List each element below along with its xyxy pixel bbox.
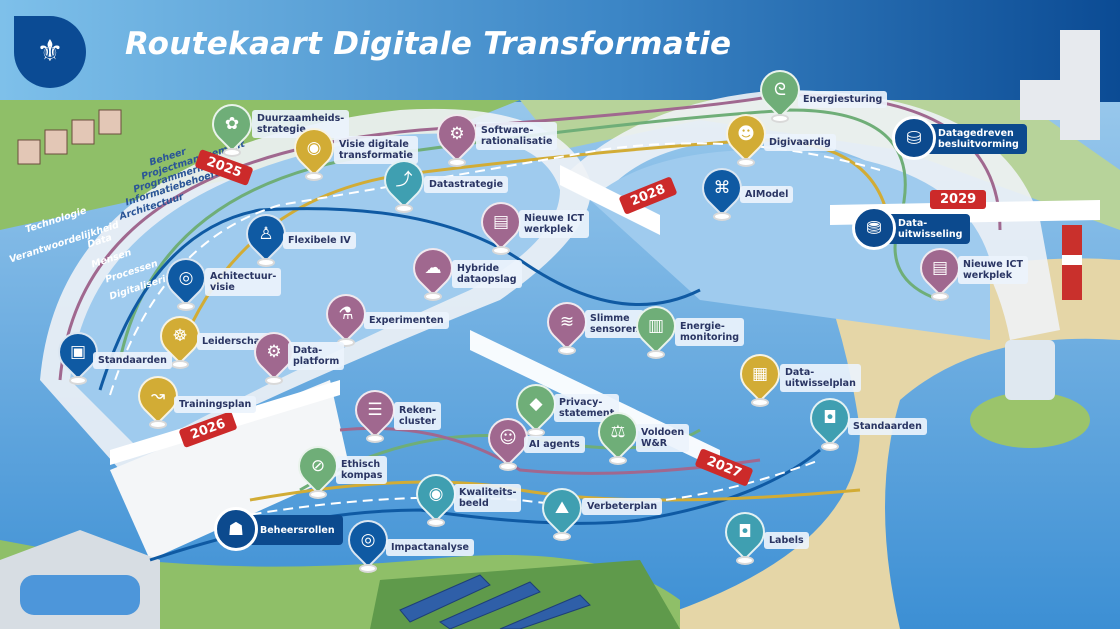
- database-network-icon: ⛃: [852, 206, 896, 250]
- pin-label: Standaarden: [848, 418, 927, 435]
- pin-label: AI agents: [524, 436, 585, 453]
- energy-icon: ᘓ: [774, 80, 786, 100]
- pin-hybride-dataopslag[interactable]: ☁: [404, 239, 462, 301]
- pin-software-rationalisatie[interactable]: ⚙: [428, 105, 486, 167]
- training-path-icon: ↝: [150, 386, 166, 406]
- pin-duurzaamheidsstrategie[interactable]: ✿: [203, 95, 261, 157]
- pin-label: Digivaardig: [764, 134, 836, 151]
- cloud-storage-icon: ☁: [424, 258, 442, 278]
- sensor-icon: ≋: [559, 312, 575, 332]
- pin-label: Nieuwe ICT werkplek: [519, 210, 589, 238]
- monitor-chart-icon: ▥: [647, 316, 665, 336]
- tag-icon: ◘: [823, 408, 837, 428]
- pin-leiderschap[interactable]: ☸: [151, 307, 209, 369]
- pin-label: Slimme sensoren: [585, 310, 644, 338]
- pin-nieuwe-ict-werkplek[interactable]: ▤: [472, 193, 530, 255]
- pin-standaarden-teal[interactable]: ◘: [801, 389, 859, 451]
- pin-flexibele-iv[interactable]: ♙: [237, 205, 295, 267]
- pin-label: Standaarden: [93, 352, 172, 369]
- pin-slimme-sensoren[interactable]: ≋: [538, 293, 596, 355]
- pin-label: Energie- monitoring: [675, 318, 745, 346]
- pin-label: Leiderschap: [197, 333, 272, 350]
- pin-label: Nieuwe ICT werkplek: [958, 256, 1028, 284]
- pin-nieuwe-ict-werkplek-2[interactable]: ▤: [911, 239, 969, 301]
- pin-datastrategie[interactable]: ⤴: [375, 151, 433, 213]
- desk-icon: ▤: [492, 212, 510, 232]
- station-data-uitwisseling[interactable]: ⛃ Data- uitwisseling: [852, 206, 971, 250]
- pin-ai-agents[interactable]: ☺: [479, 409, 537, 471]
- pin-ethisch-kompas[interactable]: ⊘: [289, 437, 347, 499]
- flexible-person-icon: ♙: [258, 224, 274, 244]
- head-gears-icon: ☻: [737, 124, 755, 144]
- pin-voldoen-wr[interactable]: ⚖: [589, 403, 647, 465]
- tag-icon: ◘: [738, 522, 752, 542]
- sustainability-icon: ✿: [224, 114, 240, 134]
- gear-check-icon: ⚙: [449, 124, 465, 144]
- header-banner: ⚜ Routekaart Digitale Transformatie: [0, 0, 1120, 100]
- pin-label: Hybride dataopslag: [452, 260, 522, 288]
- pin-labels[interactable]: ◘: [716, 503, 774, 565]
- pin-standaarden-blue[interactable]: ▣: [49, 323, 107, 385]
- pin-aimodel[interactable]: ⌘: [693, 159, 751, 221]
- pin-energiesturing[interactable]: ᘓ: [751, 61, 809, 123]
- database-share-icon: ⛁: [892, 116, 936, 160]
- pin-label: AIModel: [740, 186, 794, 203]
- pin-label: Flexibele IV: [283, 232, 356, 249]
- pin-label: Energiesturing: [798, 91, 888, 108]
- server-rack-icon: ☰: [367, 400, 383, 420]
- ship-wheel-icon: ☸: [172, 326, 188, 346]
- pin-experimenten[interactable]: ⚗: [317, 285, 375, 347]
- pin-label: Ethisch kompas: [336, 456, 388, 484]
- pin-label: Trainingsplan: [174, 396, 257, 413]
- desk-icon: ▤: [931, 258, 949, 278]
- pin-label: Impactanalyse: [386, 539, 474, 556]
- strategy-icon: ⤴: [395, 170, 413, 190]
- test-tube-icon: ⚗: [338, 304, 354, 324]
- robot-headset-icon: ☺: [499, 428, 517, 448]
- book-icon: ▣: [69, 342, 87, 362]
- pin-label: Data- platform: [288, 342, 345, 370]
- vision-eye-icon: ◉: [306, 138, 322, 158]
- pin-digivaardig[interactable]: ☻: [717, 105, 775, 167]
- pin-label: Voldoen W&R: [636, 424, 690, 452]
- pin-label: Achitectuur- visie: [205, 268, 282, 296]
- pin-energie-monitoring[interactable]: ▥: [627, 297, 685, 359]
- mask-icon: ◆: [529, 394, 543, 414]
- pin-label: Kwaliteits- beeld: [454, 484, 522, 512]
- architecture-eye-icon: ◎: [178, 268, 194, 288]
- pin-label: Verbeterplan: [582, 498, 663, 515]
- pin-label: Datastrategie: [424, 176, 509, 193]
- station-beheersrollen[interactable]: ☗ Beheersrollen: [214, 507, 343, 551]
- pin-label: Reken- cluster: [394, 402, 441, 430]
- logo: ⚜: [14, 16, 86, 88]
- pin-label: Software- rationalisatie: [476, 122, 558, 150]
- roles-icon: ☗: [214, 507, 258, 551]
- pin-label: Data- uitwisselplan: [780, 364, 861, 392]
- pin-visie-digitale-transformatie[interactable]: ◉: [285, 119, 343, 181]
- clipboard-target-icon: ◎: [360, 530, 376, 550]
- law-book-icon: ⚖: [610, 422, 626, 442]
- pin-label: Labels: [764, 532, 809, 549]
- pin-kwaliteitsbeeld[interactable]: ◉: [407, 465, 465, 527]
- pin-data-uitwisselplan[interactable]: ▦: [731, 345, 789, 407]
- compass-icon: ⊘: [310, 456, 326, 476]
- pin-data-platform[interactable]: ⚙: [245, 323, 303, 385]
- ai-chip-icon: ⌘: [713, 178, 731, 198]
- eye-check-icon: ◉: [428, 484, 444, 504]
- pin-rekencluster[interactable]: ☰: [346, 381, 404, 443]
- pin-trainingsplan[interactable]: ↝: [129, 367, 187, 429]
- pin-achitectuurvisie[interactable]: ◎: [157, 249, 215, 311]
- pin-verbeterplan[interactable]: ⛰: [533, 479, 591, 541]
- coat-of-arms-icon: ⚜: [36, 34, 64, 69]
- year-marker-2029: 2029: [930, 190, 987, 209]
- pin-label: Experimenten: [364, 312, 449, 329]
- mountain-flag-icon: ⛰: [554, 498, 570, 518]
- pin-impactanalyse[interactable]: ◎: [339, 511, 397, 573]
- platform-icon: ⚙: [266, 342, 282, 362]
- station-datagedreven-besluitvorming[interactable]: ⛁ Datagedreven besluitvorming: [892, 116, 1027, 160]
- page-title: Routekaart Digitale Transformatie: [125, 26, 732, 62]
- clipboard-icon: ▦: [751, 364, 769, 384]
